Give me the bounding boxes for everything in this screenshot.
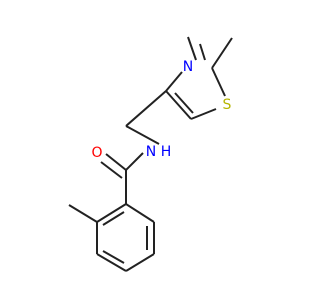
amide-group: [100, 152, 144, 204]
bond-ar6-ar1: [125, 203, 155, 223]
bond-c4-c5: [165, 90, 192, 120]
benzene-ring: [68, 203, 155, 272]
bond-ar1-ar2-inner: [102, 211, 125, 226]
bond-nh-carbonyl: [125, 152, 144, 171]
bond-carbonyl-o-double: [100, 161, 123, 179]
oxygen-atom-label: O: [91, 145, 102, 161]
bond-ar2-methyl: [68, 204, 98, 223]
bond-c5-s1: [190, 108, 217, 120]
bond-s1-c2: [211, 67, 226, 97]
sulfur-atom-label: S: [223, 97, 232, 113]
bond-carbonyl-o: [105, 153, 127, 171]
methylene-linker: [125, 90, 167, 145]
bond-c4-c5-double: [174, 92, 194, 114]
bond-c2-n3-double: [199, 43, 206, 61]
bond-ar1-ar2: [96, 203, 127, 223]
thiazole-ring: [165, 36, 233, 120]
bond-ar4-ar5: [125, 253, 155, 272]
bond-n3-c4: [165, 71, 183, 92]
bond-c2-methyl: [211, 37, 233, 69]
amide-hydrogen-label: H: [161, 144, 172, 160]
bond-ar3-ar4: [96, 253, 127, 272]
bond-ch2-nh: [125, 125, 160, 145]
ring-nitrogen-label: N: [183, 59, 193, 75]
bond-c4-ch2: [125, 90, 167, 127]
bond-c2-n3: [187, 36, 197, 61]
molecule-structure-diagram: O N H N S: [68, 36, 233, 272]
bond-ar3-ar4-inner: [102, 250, 125, 264]
amide-nitrogen-label: N: [146, 144, 156, 160]
